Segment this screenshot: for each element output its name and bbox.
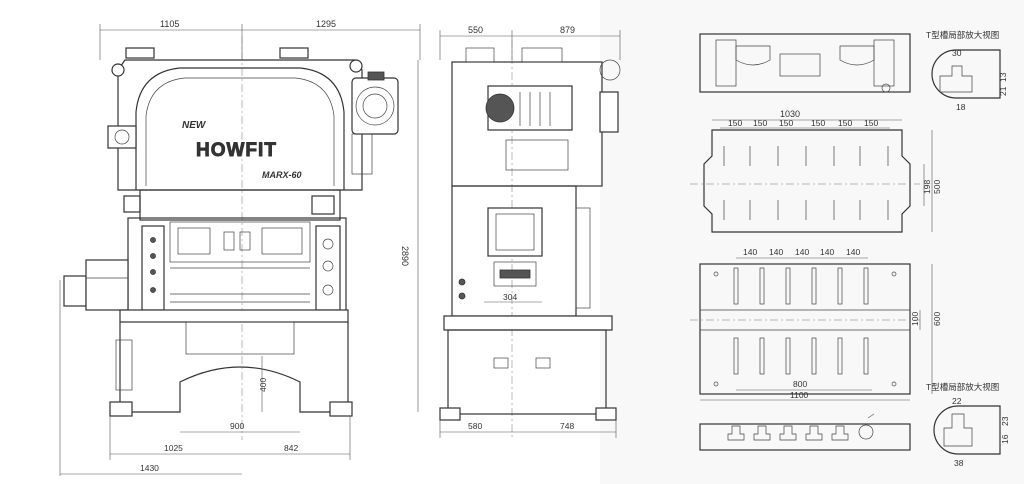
front-dim-height: 2890 [400,246,410,266]
slide-pitch-3: 150 [779,118,793,128]
side-dim-bottom-right: 748 [560,421,574,431]
slide-pitch-2: 150 [753,118,767,128]
crown-frame [117,59,363,191]
slide-pitch-5: 150 [838,118,852,128]
crown-cover [135,67,345,190]
side-dim-bottom-left: 580 [468,421,482,431]
t-slot-top-detail [931,49,1001,99]
t-slot-top-neck: 18 [956,102,966,112]
bolster [119,309,349,323]
bolster-plate-slots [733,267,869,375]
front-dim-top-left: 1105 [160,19,179,29]
bolster-height-outer: 600 [932,312,942,326]
bolster-pitch-4: 140 [820,247,834,257]
side-view: 550 879 304 [439,25,621,440]
front-view: 1105 1295 NEW HOWFIT MARX-60 [59,19,421,476]
bolster-pitch-2: 140 [769,247,783,257]
slide-pitch-4: 150 [811,118,825,128]
front-dim-bottom-mid: 900 [230,421,244,431]
background-shade [600,0,1024,484]
side-base [447,329,607,415]
bolster-pitch-3: 140 [795,247,809,257]
slide-pitch-1: 150 [728,118,742,128]
front-dim-bottom-total: 1430 [140,463,159,473]
side-dim-top-left: 550 [468,25,483,35]
t-slot-bottom-neck: 38 [954,458,964,468]
control-panel-right [315,225,341,311]
t-slot-top-depth-a: 13 [998,72,1008,82]
bolster-section [699,423,911,451]
brand-logo: HOWFIT [196,140,277,161]
bolster-pitch-5: 140 [846,247,860,257]
bolster-width-inner: 800 [793,379,807,389]
t-slot-bottom-depth-b: 16 [1000,434,1010,444]
front-dim-bottom-right: 842 [284,443,298,453]
t-slot-bottom-width: 22 [952,396,962,406]
press-bed [119,322,349,413]
t-slot-bottom-title: T型槽局部放大视图 [926,382,999,392]
slide-area [139,189,341,221]
t-slot-top-depth-b: 21 [998,86,1008,96]
plan-views: T型槽局部放大视图 30 13 21 18 1030 150 150 150 1… [690,30,1010,468]
bolster-width-outer: 1100 [790,390,809,400]
feeder-unit [63,275,87,307]
bolster-section-slots [727,425,849,441]
slide-plate-height-outer: 500 [932,180,942,194]
t-slot-bottom-detail [933,405,1001,455]
t-slot-bottom-depth-a: 23 [1000,416,1010,426]
front-dim-bottom-left: 1025 [164,443,183,453]
slide-top-outline [699,33,911,93]
front-dim-window-height: 400 [258,378,268,392]
slide-plate-slots [723,146,889,220]
brand-new-label: NEW [182,120,207,131]
slide-block [169,221,311,263]
side-dim-die-width: 304 [503,292,517,302]
slide-plate-outline [703,129,911,233]
side-dim-top-right: 879 [560,25,575,35]
bolster-height-inner: 100 [910,312,920,326]
t-slot-top-title: T型槽局部放大视图 [926,30,999,40]
slide-plate-width: 1030 [780,109,800,119]
t-slot-top-width: 30 [952,48,962,58]
front-dim-top-right: 1295 [316,19,336,29]
bolster-plate-outline [699,263,911,395]
slide-pitch-6: 150 [864,118,878,128]
bolster-pitch-1: 140 [743,247,757,257]
slide-plate-height-inner: 198 [922,180,932,194]
side-slide [487,207,543,257]
model-label: MARX-60 [262,170,302,180]
main-motor [351,77,399,135]
